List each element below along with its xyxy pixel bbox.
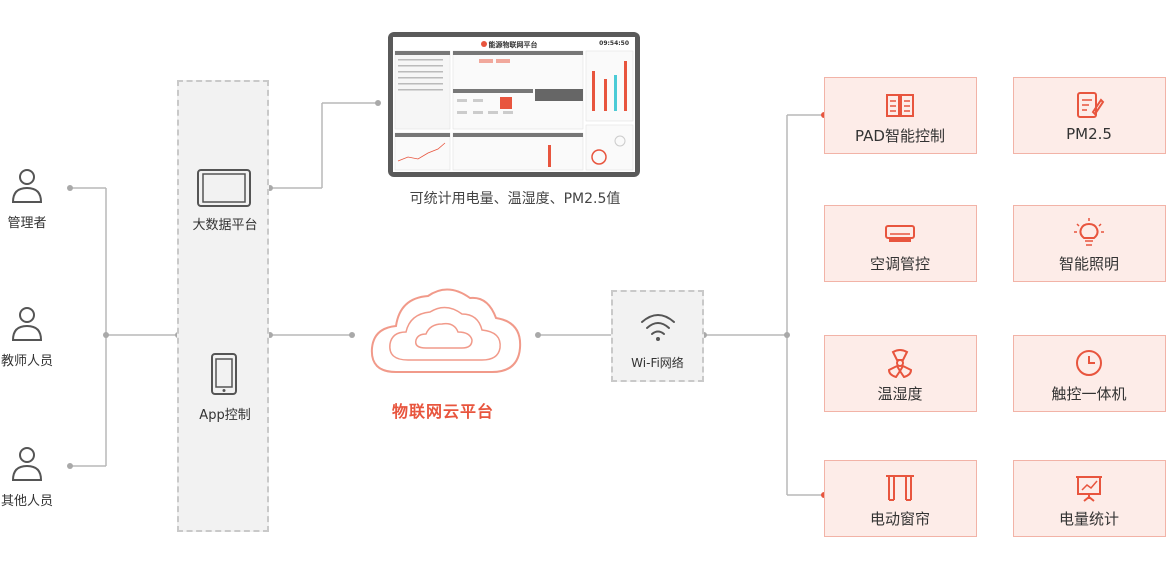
tablet-icon [197,169,251,207]
device-pad-control: PAD智能控制 [824,77,977,154]
cloud-icon [370,288,522,373]
dashboard-time: 09:54:50 [599,40,629,47]
device-temp-humidity: 温湿度 [824,335,977,412]
user-label: 其他人员 [0,494,53,509]
person-icon [11,307,43,341]
cloud-label: 物联网云平台 [391,402,494,421]
phone-icon [211,353,237,395]
person-icon [11,169,43,203]
chart-board-icon [1076,476,1102,502]
dashboard-title: 能源物联网平台 [488,41,538,49]
dashboard-caption: 可统计用电量、温湿度、PM2.5值 [409,191,621,207]
device-ac-control: 空调管控 [824,205,977,282]
clock-icon [1076,350,1102,376]
device-label: 触控一体机 [1051,385,1127,403]
panel-item-big-data: 大数据平台 [192,218,258,233]
curtain-icon [886,475,914,501]
device-pm25: PM2.5 [1013,77,1166,154]
device-electric-curtain: 电动窗帘 [824,460,977,537]
device-touch-terminal: 触控一体机 [1013,335,1166,412]
device-label: PM2.5 [1066,125,1112,143]
device-label: 空调管控 [869,255,930,273]
device-label: PAD智能控制 [855,127,945,145]
lightbulb-icon [1074,218,1104,246]
air-conditioner-icon [885,225,915,242]
dashboard-screen: 能源物联网平台 09:54:50 [393,37,635,172]
person-icon [11,447,43,481]
device-smart-lighting: 智能照明 [1013,205,1166,282]
control-panel: 大数据平台 App控制 [177,80,269,532]
user-label: 教师人员 [0,354,53,369]
device-power-statistics: 电量统计 [1013,460,1166,537]
logo-icon [481,41,487,47]
device-label: 智能照明 [1058,255,1119,273]
radiation-icon [887,349,913,378]
document-edit-icon [1077,92,1105,118]
wifi-icon [641,314,675,341]
panel-item-app: App控制 [199,408,251,423]
device-label: 电量统计 [1058,510,1119,528]
book-icon [886,94,914,117]
device-label: 电动窗帘 [869,510,930,528]
dashboard-screenshot: 能源物联网平台 09:54:50 [388,32,640,177]
wifi-label: Wi-Fi网络 [631,356,684,370]
user-label: 管理者 [7,216,47,231]
dashboard-widgets [394,50,634,171]
wifi-node: Wi-Fi网络 [611,290,704,382]
device-label: 温湿度 [877,385,923,403]
